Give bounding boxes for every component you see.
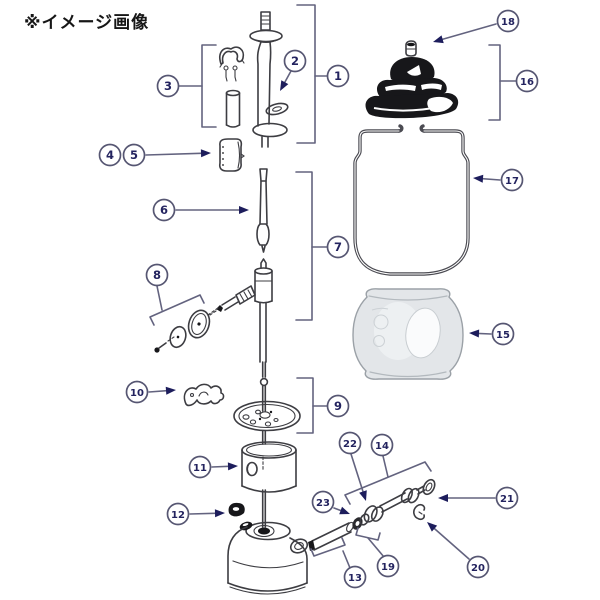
image-note-label: ※イメージ画像 — [24, 13, 150, 33]
callout-number-21: 21 — [500, 494, 514, 505]
arrow-line-for-4-5 — [145, 152, 206, 156]
bracket-for-8 — [149, 294, 205, 326]
callout-8: 8 — [145, 263, 169, 287]
arrow-head-for-22 — [359, 490, 367, 501]
arrow-head-for-23 — [339, 506, 350, 515]
callout-12: 12 — [166, 502, 190, 526]
callout-number-20: 20 — [471, 563, 485, 574]
callout-number-7: 7 — [334, 240, 342, 254]
callout-17: 17 — [500, 168, 524, 192]
burner-rod-drawing — [259, 361, 269, 405]
burner-clip-parts-drawing — [219, 46, 245, 128]
burner-box-drawing — [241, 441, 297, 493]
filler-cap-drawing — [218, 138, 245, 172]
callout-11: 11 — [188, 455, 212, 479]
callout-1: 1 — [326, 64, 350, 88]
callout-number-6: 6 — [160, 203, 168, 217]
arrow-head-for-11 — [227, 462, 238, 471]
callout-number-13: 13 — [348, 573, 362, 584]
arrow-head-for-10 — [165, 386, 176, 395]
callout-13: 13 — [343, 565, 367, 589]
callout-10: 10 — [125, 380, 149, 404]
bracket-for-16 — [488, 44, 501, 121]
callout-20: 20 — [466, 555, 490, 579]
callout-23: 23 — [311, 490, 335, 514]
leader-line-for-19 — [367, 537, 385, 558]
leader-line-for-14 — [382, 455, 389, 478]
burner-bracket-drawing — [183, 383, 225, 407]
callout-3: 3 — [156, 74, 180, 98]
callout-number-8: 8 — [153, 268, 161, 282]
callout-number-2: 2 — [291, 54, 299, 68]
valve-stem-assembly-drawing — [249, 11, 288, 148]
bracket-for-9 — [296, 377, 314, 434]
callout-number-14: 14 — [375, 441, 389, 452]
leader-line-for-8 — [156, 285, 163, 311]
arrow-line-for-22 — [350, 453, 365, 497]
callout-15: 15 — [491, 322, 515, 346]
arrow-head-for-21 — [438, 494, 448, 502]
pump-assembly-drawing — [308, 478, 436, 551]
globe-drawing — [352, 288, 464, 380]
bracket-for-1 — [296, 4, 316, 144]
callout-number-19: 19 — [381, 562, 395, 573]
callout-16: 16 — [515, 69, 539, 93]
callout-7: 7 — [326, 235, 350, 259]
arrow-head-for-4-5 — [200, 149, 211, 158]
callout-number-11: 11 — [193, 463, 207, 474]
callout-2: 2 — [283, 49, 307, 73]
callout-number-3: 3 — [164, 79, 172, 93]
vent-nut-drawing — [405, 40, 417, 57]
callout-21: 21 — [495, 486, 519, 510]
callout-number-4: 4 — [106, 148, 114, 162]
callout-number-16: 16 — [520, 77, 534, 88]
callout-number-18: 18 — [501, 17, 515, 28]
generator-needle-drawing — [256, 168, 270, 253]
callout-number-15: 15 — [496, 330, 510, 341]
generator-valve-assembly-drawing — [209, 258, 273, 363]
gasket-drawing — [265, 102, 289, 116]
callout-number-12: 12 — [171, 510, 185, 521]
callout-9: 9 — [326, 394, 350, 418]
callout-18: 18 — [496, 9, 520, 33]
bracket-for-13 — [310, 537, 346, 557]
bracket-for-14 — [344, 461, 432, 505]
callout-19: 19 — [376, 554, 400, 578]
callout-number-5: 5 — [130, 148, 138, 162]
arrow-line-for-12 — [189, 512, 220, 515]
callout-number-23: 23 — [316, 498, 330, 509]
arrow-line-for-18 — [437, 23, 497, 42]
control-wheel-parts-drawing — [154, 307, 219, 353]
callout-5: 5 — [122, 143, 146, 167]
fuel-tank-drawing — [227, 489, 309, 595]
callout-4: 4 — [98, 143, 122, 167]
arrow-head-for-18 — [433, 35, 444, 44]
callout-number-22: 22 — [343, 439, 357, 450]
arrow-head-for-2 — [280, 80, 289, 91]
ventilator-drawing — [365, 57, 459, 119]
arrow-head-for-20 — [427, 522, 438, 532]
callout-number-9: 9 — [334, 399, 342, 413]
callout-number-1: 1 — [334, 69, 342, 83]
arrow-head-for-15 — [469, 329, 480, 338]
arrow-line-for-20 — [430, 525, 470, 560]
callout-22: 22 — [338, 431, 362, 455]
burner-plate-drawing — [233, 400, 301, 445]
bracket-for-7 — [295, 171, 313, 321]
callout-14: 14 — [370, 433, 394, 457]
callout-6: 6 — [152, 198, 176, 222]
globe-frame-drawing — [353, 124, 470, 276]
grommet-drawing — [228, 502, 245, 517]
callout-number-10: 10 — [130, 388, 144, 399]
bracket-for-19 — [355, 527, 381, 541]
arrow-head-for-12 — [214, 509, 225, 518]
arrow-head-for-17 — [473, 174, 484, 183]
bracket-for-3 — [201, 44, 217, 128]
arrow-head-for-6 — [239, 206, 249, 214]
leader-line-for-13 — [342, 550, 351, 569]
callout-number-17: 17 — [505, 176, 519, 187]
